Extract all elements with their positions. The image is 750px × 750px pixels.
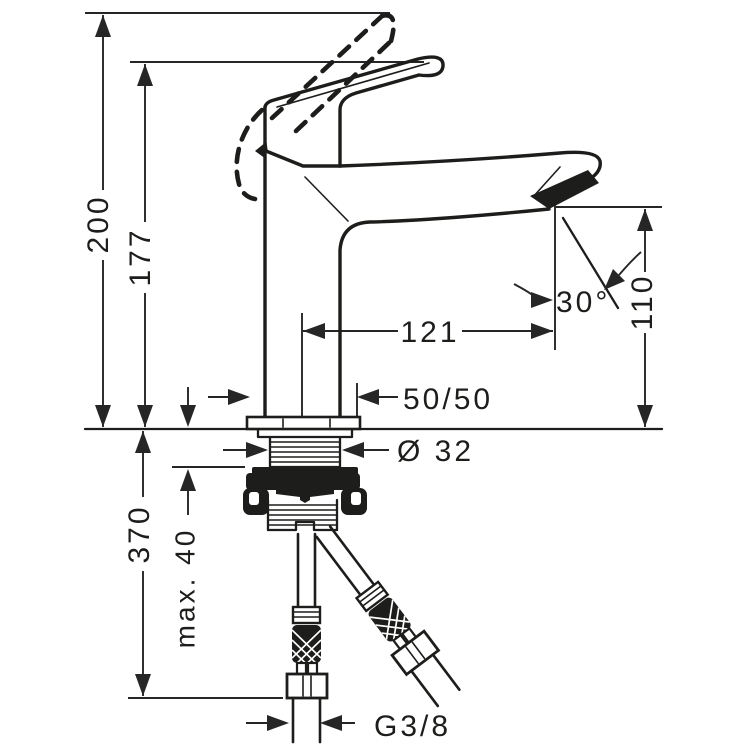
mounting-shank	[256, 428, 354, 469]
handle-pivot-shadow	[255, 142, 266, 159]
shank-lower-threads	[268, 504, 337, 526]
dimension-max-40: max. 40	[169, 387, 200, 648]
dimension-110: 110	[626, 209, 659, 427]
handle-skirt-bottom	[263, 141, 342, 168]
body-spout-joint-line	[304, 176, 349, 222]
dimension-dia-32: Ø 32	[223, 435, 474, 468]
dim-label-370: 370	[123, 504, 156, 563]
handle-lever-inner-line	[276, 62, 430, 108]
dim-label-g38: G3/8	[374, 710, 451, 743]
base-plate	[245, 415, 362, 431]
supply-hose-vertical	[287, 534, 327, 742]
dim-label-5050: 50/50	[403, 383, 493, 416]
faucet-body	[255, 105, 349, 419]
dim-label-30deg: 30°	[556, 286, 610, 319]
dimension-200: 200	[82, 15, 115, 427]
base-plate-ticks	[282, 418, 331, 428]
dim-label-121: 121	[400, 316, 459, 349]
clamp-center-detail	[276, 489, 334, 503]
raised-handle-back-arc	[234, 107, 265, 202]
dimension-121: 121	[303, 316, 553, 349]
shank-lower-sides	[266, 498, 339, 532]
aerator	[530, 170, 599, 209]
raised-handle-lower-edge	[293, 38, 394, 134]
faucet-spout	[338, 150, 602, 419]
mounting-nut	[243, 467, 367, 515]
dim-label-max40: max. 40	[169, 528, 200, 649]
dimension-g38: G3/8	[246, 710, 451, 743]
spout-underside	[338, 207, 551, 419]
reference-lines	[83, 12, 664, 699]
angle-reference-line	[561, 216, 620, 310]
spout-top-edge	[338, 150, 602, 182]
shank-upper-threads	[270, 441, 340, 463]
dim-label-dia32: Ø 32	[397, 435, 474, 468]
raised-handle-tip	[379, 13, 396, 44]
dimension-angle-30: 30°	[513, 216, 642, 319]
dim-label-110: 110	[626, 274, 659, 331]
shank-collar	[256, 428, 354, 439]
aerator-face-line	[532, 166, 561, 198]
dim-label-200: 200	[82, 194, 115, 253]
shank-lower	[266, 498, 339, 532]
handle-lever-outline	[263, 55, 445, 168]
shank-bottom-notch	[266, 520, 339, 532]
dimension-50-50: 50/50	[208, 383, 493, 416]
dim-label-177: 177	[124, 227, 157, 286]
dimension-370: 370	[123, 431, 156, 696]
nut-bar	[246, 473, 360, 490]
faucet-handle-raised-dashed	[234, 13, 396, 202]
dimension-177: 177	[124, 64, 157, 427]
raised-handle-upper-edge	[269, 13, 385, 121]
faucet-handle	[263, 55, 445, 168]
supply-hose-angled	[308, 519, 465, 709]
